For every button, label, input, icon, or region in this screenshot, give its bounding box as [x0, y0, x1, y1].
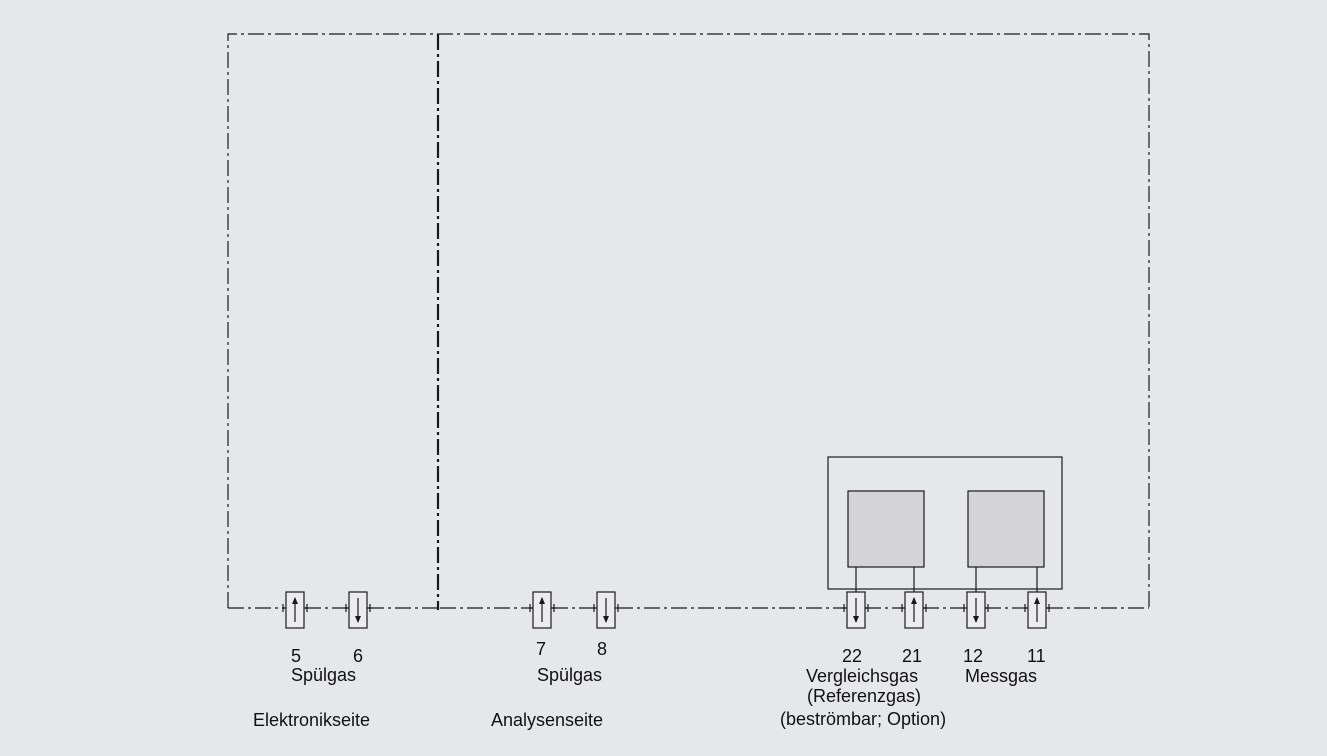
fitting-port-8 — [593, 591, 619, 629]
arrow-up-icon — [911, 597, 917, 604]
port-number-8: 8 — [597, 639, 607, 659]
analyzer-module — [827, 456, 1063, 590]
purge-gas-label-analysis: Spülgas — [537, 665, 602, 685]
measuring-gas-cell — [967, 490, 1045, 568]
gas-fittings — [282, 591, 1050, 629]
measuring-gas-label: Messgas — [965, 666, 1037, 686]
reference-gas-label: Vergleichsgas — [806, 666, 918, 686]
electronics-side-label: Elektronikseite — [253, 710, 370, 730]
arrow-down-icon — [355, 616, 361, 623]
arrow-up-icon — [539, 597, 545, 604]
port-number-21: 21 — [902, 646, 922, 666]
port-number-12: 12 — [963, 646, 983, 666]
port-number-22: 22 — [842, 646, 862, 666]
arrow-up-icon — [292, 597, 298, 604]
purge-gas-label-electronics: Spülgas — [291, 665, 356, 685]
reference-gas-alt-label: (Referenzgas) — [807, 686, 921, 706]
reference-gas-cell — [847, 490, 925, 568]
port-number-11: 11 — [1027, 646, 1046, 666]
reference-gas-option-label: (beströmbar; Option) — [780, 709, 946, 729]
port-number-6: 6 — [353, 646, 363, 666]
fitting-port-12 — [963, 591, 989, 629]
housing-outline — [227, 33, 1150, 608]
arrow-up-icon — [1034, 597, 1040, 604]
fitting-port-7 — [529, 591, 555, 629]
fitting-port-5 — [282, 591, 308, 629]
port-number-5: 5 — [291, 646, 301, 666]
arrow-down-icon — [973, 616, 979, 623]
analysis-side-label: Analysenseite — [491, 710, 603, 730]
arrow-down-icon — [603, 616, 609, 623]
fitting-port-21 — [901, 591, 927, 629]
port-number-7: 7 — [536, 639, 546, 659]
arrow-down-icon — [853, 616, 859, 623]
fitting-port-22 — [843, 591, 869, 629]
cell-pipes — [855, 567, 1038, 592]
fitting-port-11 — [1024, 591, 1050, 629]
fitting-port-6 — [345, 591, 371, 629]
